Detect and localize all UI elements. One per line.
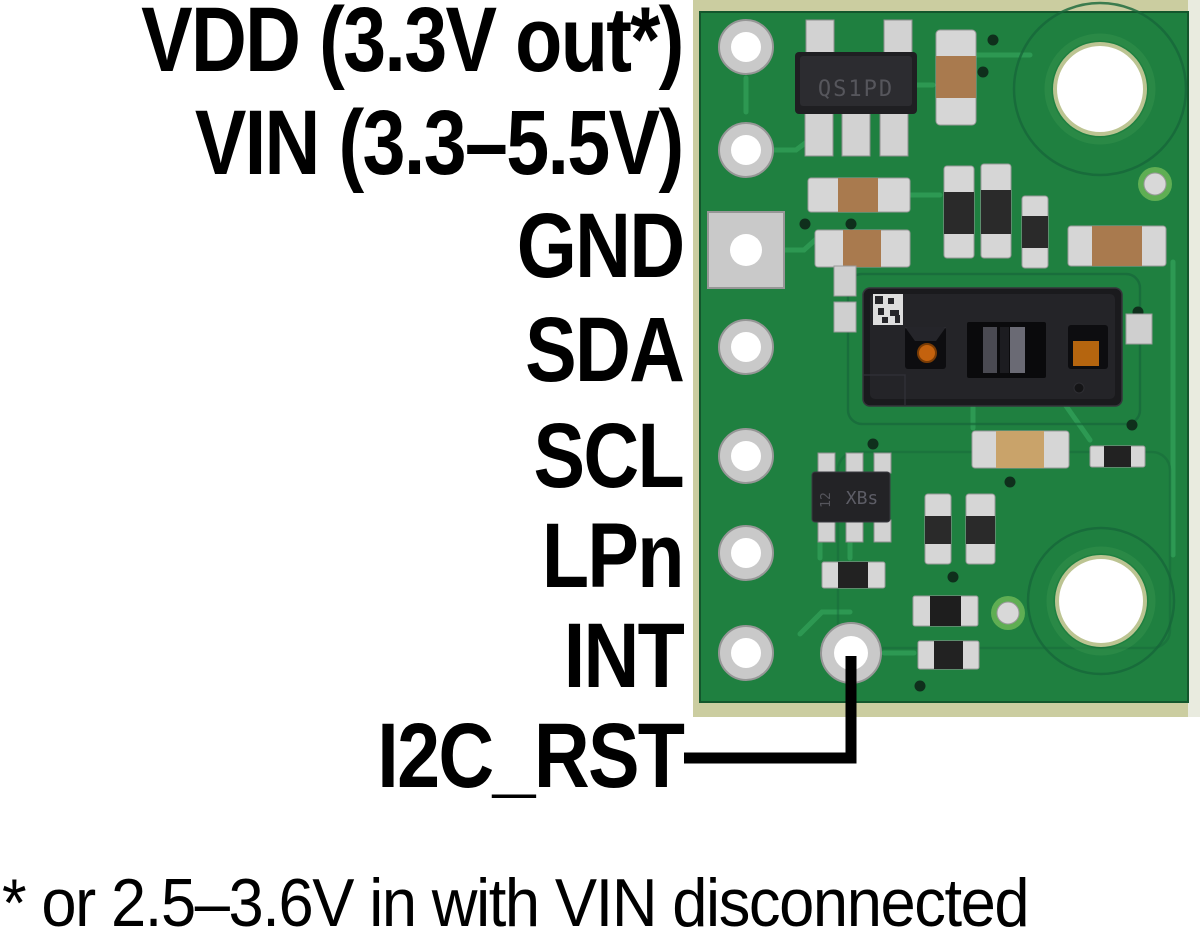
- level-shifter-chip: XBs 12: [811, 452, 892, 543]
- resistor: [821, 561, 886, 589]
- pin-label-sda: SDA: [524, 299, 685, 401]
- i2c-rst-pointer-line: [684, 656, 857, 764]
- resistor: [943, 165, 975, 259]
- via-plated: [1138, 167, 1172, 201]
- lower-passives: [821, 430, 1146, 670]
- pin-hole-int: [718, 625, 774, 681]
- datamatrix-code: [873, 294, 903, 325]
- regulator-marking: QS1PD: [818, 77, 894, 102]
- level-shifter-marking: XBs: [846, 488, 879, 509]
- pin-label-vin: VIN (3.3–5.5V): [195, 92, 684, 194]
- pin-hole-vdd: [718, 19, 774, 75]
- capacitor-top: [935, 29, 977, 126]
- pin-label-i2c-rst: I2C_RST: [376, 705, 685, 807]
- tof-sensor-module: [862, 287, 1123, 407]
- pin-hole-vin: [718, 122, 774, 178]
- capacitor: [807, 177, 911, 213]
- pin-hole-gnd-square: [707, 211, 785, 289]
- regulator-chip: QS1PD: [795, 19, 917, 157]
- resistor: [1089, 445, 1146, 468]
- mounting-holes: [1044, 33, 1156, 656]
- capacitor: [814, 229, 911, 268]
- module-dimple: [1073, 382, 1085, 394]
- resistor: [917, 640, 980, 670]
- emitter-aperture: [905, 327, 946, 369]
- pin-hole-lpn: [718, 525, 774, 581]
- via-plated: [991, 596, 1025, 630]
- capacitor: [1067, 225, 1167, 267]
- center-window: [967, 322, 1046, 378]
- pin-label-lpn: LPn: [542, 505, 685, 607]
- mid-left-capacitors: [807, 177, 911, 268]
- resistor: [980, 163, 1012, 259]
- level-shifter-marking-secondary: 12: [819, 492, 834, 508]
- pin-hole-sda: [718, 319, 774, 375]
- resistor: [1021, 195, 1049, 269]
- resistor: [965, 493, 996, 565]
- footnote: * or 2.5–3.6V in with VIN disconnected: [2, 865, 1030, 941]
- via-dots: [799, 34, 1144, 692]
- resistor: [924, 493, 952, 565]
- pin-label-int: INT: [563, 605, 685, 707]
- pin-label-gnd: GND: [516, 195, 684, 297]
- receiver-aperture: [1068, 325, 1108, 369]
- capacitor: [971, 430, 1070, 469]
- resistor: [912, 595, 979, 627]
- pin-label-scl: SCL: [533, 405, 684, 507]
- pin-hole-scl: [718, 428, 774, 484]
- solder-pads: [833, 265, 1153, 345]
- pin-hole-i2c-rst: [820, 622, 882, 684]
- pin-through-holes: [707, 19, 882, 684]
- pin-label-vdd: VDD (3.3V out*): [141, 0, 684, 91]
- top-right-passives: [943, 163, 1172, 269]
